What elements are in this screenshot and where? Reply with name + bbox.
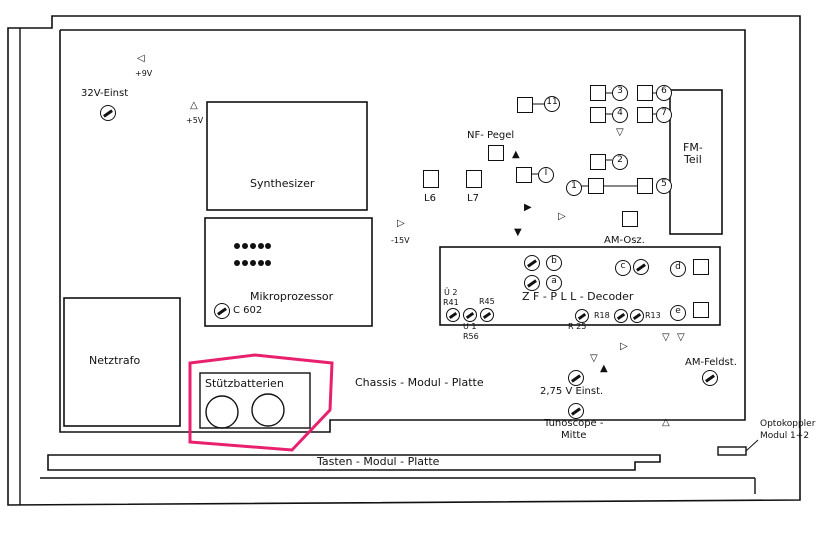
l7-coil [466,170,482,188]
nf-pegel-trimmer-box [488,145,504,161]
test-point-icon: ▽ [616,127,624,138]
r45-label: R45 [479,297,495,306]
marker-b: b [546,255,562,271]
test-point-icon: ▷ [620,341,628,352]
test-point-icon: ▼ [514,227,522,238]
v32-trimmer [100,105,116,121]
trimmer-r18-a [614,309,628,323]
l6-label: L6 [424,193,436,204]
nf-pegel-label: NF- Pegel [467,130,515,141]
marker-5: 5 [656,178,672,194]
test-point-icon: ▶ [524,202,532,213]
trimmer-r25 [575,309,589,323]
pin-dot [234,243,240,249]
marker-a: a [546,275,562,291]
pin-dot [234,260,240,266]
marker-11: 11 [544,96,560,112]
test-point-9v-icon: ◁ [137,53,145,64]
test-point-icon: ▽ [677,332,685,343]
netztrafo-label: Netztrafo [89,354,141,367]
trimmer-r45 [480,308,494,322]
mikroprozessor-label: Mikroprozessor [250,290,334,303]
plus9v-label: +9V [135,69,153,78]
am-osz-trimmer-box [622,211,638,227]
marker-2: 2 [612,154,628,170]
coil-b [524,255,540,271]
marker-e: e [670,305,686,321]
fm-teil-label: FM- Teil [683,141,703,166]
pin-dot [250,260,256,266]
l6-coil [423,170,439,188]
pin-dot [265,243,271,249]
am-osz-label: AM-Osz. [604,235,645,246]
c602-label: C 602 [233,305,263,316]
pin-dot [250,243,256,249]
minus15v-label: -15V [391,236,410,245]
synthesizer-label: Synthesizer [250,177,315,190]
r13-label: R13 [645,311,661,320]
test-point-icon: ▲ [512,149,520,160]
coil-c [633,259,649,275]
coil-a [524,275,540,291]
c602-trimmer [214,303,230,319]
l7-label: L7 [467,193,479,204]
tunoscope-trimmer [568,403,584,419]
optokoppler-label: Optokoppler Modul 1+2 [760,419,816,441]
u2-label: Ü 2 [444,288,458,297]
test-point-icon: ▷ [558,211,566,222]
marker-3: 3 [612,85,628,101]
marker-c: c [615,260,631,276]
pin-dot [258,260,264,266]
test-point-5v-icon: △ [190,100,198,111]
coil-5 [637,178,653,194]
pin-dot [242,260,248,266]
coil-4 [590,107,606,123]
marker-7: 7 [656,107,672,123]
plus5v-label: +5V [186,116,204,125]
coil-2 [590,154,606,170]
test-point-icon: ▲ [600,363,608,374]
coil-3 [590,85,606,101]
marker-1: 1 [566,180,582,196]
trimmer-r18-b [630,309,644,323]
v32-einst-label: 32V-Einst [81,88,129,99]
pin-dot [258,243,264,249]
u1-label: U 1 [463,322,477,331]
marker-i: I [538,167,554,183]
test-point-icon: △ [662,417,670,428]
coil-6 [637,85,653,101]
zf-pll-decoder-label: Z F - P L L - Decoder [522,290,634,303]
r25-label: R 25 [568,322,587,331]
marker-d: d [670,261,686,277]
coil-e [693,302,709,318]
marker-4: 4 [612,107,628,123]
coil-d [693,259,709,275]
pin-dot [265,260,271,266]
trimmer-u2 [446,308,460,322]
test-point-icon: ▽ [662,332,670,343]
coil-1 [588,178,604,194]
test-point-icon: ▽ [590,353,598,364]
stuetzbatterien-label: Stützbatterien [205,377,284,390]
v275-trimmer [568,370,584,386]
r41-label: R41 [443,298,459,307]
r56-label: R56 [463,332,479,341]
tunoscope-label: Tunoscope - Mitte [544,418,604,441]
am-feldst-trimmer [702,370,718,386]
test-point-15v-icon: ▷ [397,218,405,229]
trimmer-u1 [463,308,477,322]
coil-7 [637,107,653,123]
v275-einst-label: 2,75 V Einst. [540,386,604,397]
am-feldst-label: AM-Feldst. [685,357,737,368]
pin-dot [242,243,248,249]
tasten-plate-label: Tasten - Modul - Platte [317,455,440,468]
r18-label: R18 [594,311,610,320]
chassis-plate-label: Chassis - Modul - Platte [355,376,484,389]
coil-11 [517,97,533,113]
marker-6: 6 [656,85,672,101]
coil-i [516,167,532,183]
